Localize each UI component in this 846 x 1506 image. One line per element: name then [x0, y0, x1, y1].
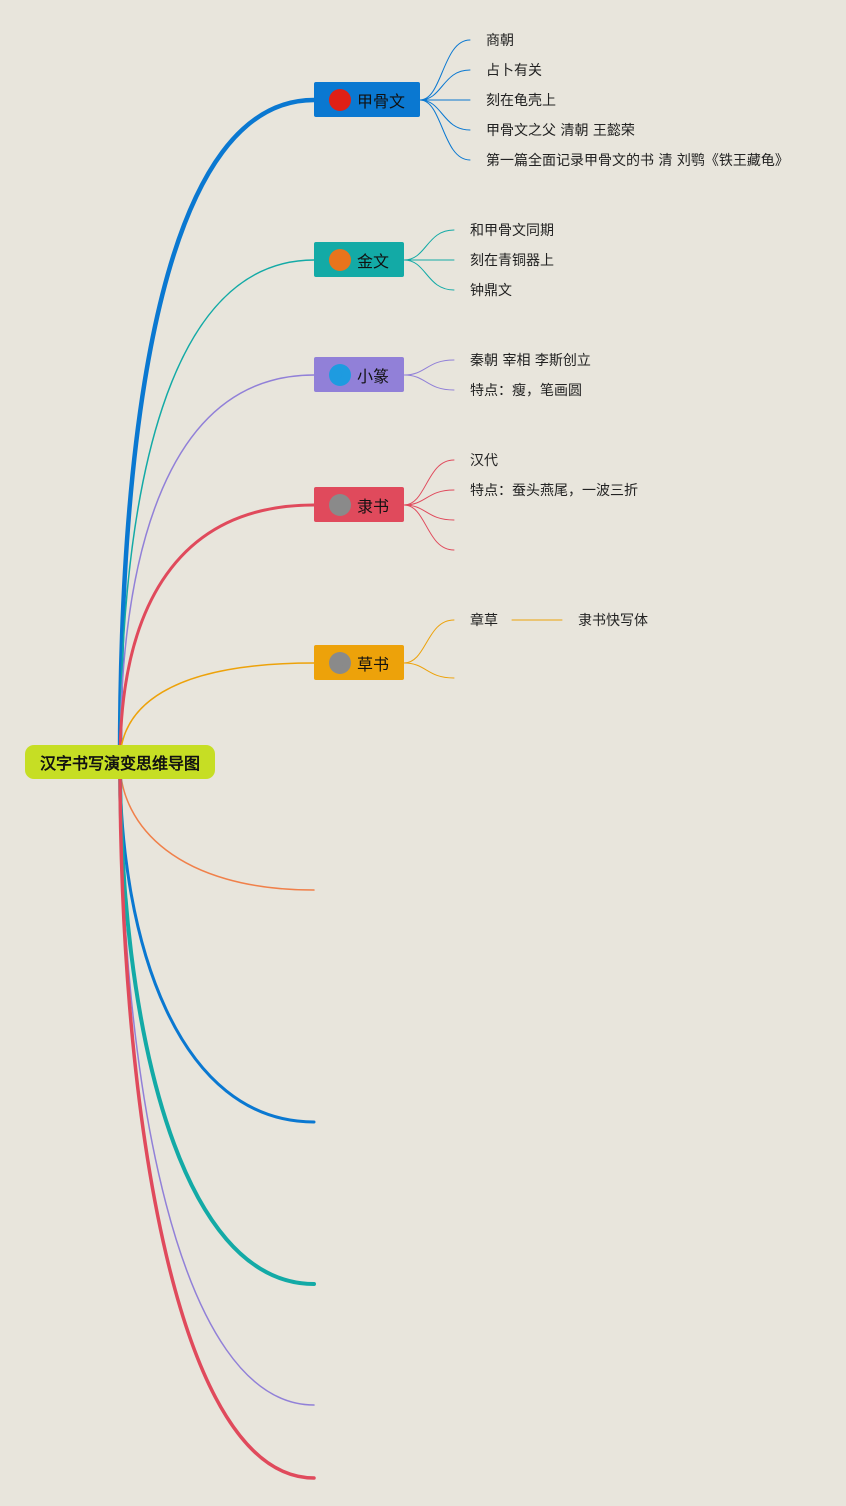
stub-branch-connector	[119, 761, 315, 891]
root-node[interactable]: 汉字书写演变思维导图	[25, 745, 215, 779]
leaf-topic[interactable]: 秦朝 宰相 李斯创立	[470, 353, 591, 369]
leaf-topic[interactable]: 钟鼎文	[470, 283, 512, 299]
leaf-topic[interactable]: 占卜有关	[486, 63, 542, 79]
branch-connector	[119, 662, 315, 763]
leaf-topic[interactable]: 汉代	[470, 453, 498, 469]
sub-leaf-topic[interactable]: 隶书快写体	[578, 613, 648, 629]
leaf-topic[interactable]: 第一篇全面记录甲骨文的书 清 刘鹗《铁王藏龟》	[486, 153, 789, 169]
leaf-connector	[403, 504, 455, 551]
leaf-topic[interactable]: 甲骨文之父 清朝 王懿荣	[486, 123, 635, 139]
branch-label: 小篆	[357, 366, 390, 386]
branch-connector	[118, 503, 316, 764]
leaf-connector	[403, 374, 455, 391]
branch-clerical-script[interactable]: 4 隶书	[314, 487, 404, 522]
number-badge-2: 2	[329, 248, 351, 271]
leaf-topic[interactable]: 刻在龟壳上	[486, 93, 556, 109]
leaf-topic[interactable]: 和甲骨文同期	[470, 223, 554, 239]
leaf-connector	[403, 662, 455, 679]
leaf-topic[interactable]: 特点：瘦，笔画圆	[470, 383, 582, 399]
root-label: 汉字书写演变思维导图	[39, 754, 200, 773]
branch-cursive-script[interactable]: 5 草书	[314, 645, 404, 680]
number-badge-1: 1	[329, 88, 351, 111]
branch-label: 甲骨文	[357, 91, 406, 111]
leaf-connector	[403, 619, 455, 664]
branch-oracle-bone-script[interactable]: 1 甲骨文	[314, 82, 420, 117]
leaf-topic[interactable]: 商朝	[486, 33, 514, 49]
stub-branch-connector	[118, 760, 316, 1480]
leaf-connector	[419, 99, 471, 131]
leaf-connector	[419, 69, 471, 101]
leaf-connector	[419, 39, 471, 101]
leaf-topic[interactable]: 特点：蚕头燕尾，一波三折	[470, 483, 638, 499]
leaf-connector	[403, 259, 455, 291]
leaf-connector	[403, 504, 455, 521]
number-badge-3: 3	[329, 363, 351, 386]
number-badge-5: 5	[329, 651, 351, 674]
branch-bronze-script[interactable]: 2 金文	[314, 242, 404, 277]
branch-connector	[119, 374, 315, 763]
branch-label: 隶书	[357, 496, 390, 516]
leaf-connector	[403, 359, 455, 376]
branch-connector	[117, 97, 317, 765]
number-badge-4: 4	[329, 493, 351, 516]
branch-connector	[119, 259, 315, 763]
leaf-connector	[419, 99, 471, 161]
branch-small-seal-script[interactable]: 3 小篆	[314, 357, 404, 392]
leaf-topic[interactable]: 章草	[470, 613, 498, 629]
leaf-topic[interactable]: 刻在青铜器上	[470, 253, 554, 269]
leaf-connector	[403, 229, 455, 261]
leaf-connector	[403, 489, 455, 506]
stub-branch-connector	[118, 760, 316, 1124]
leaf-connector	[403, 459, 455, 506]
branch-label: 草书	[357, 654, 390, 674]
branch-label: 金文	[357, 251, 390, 271]
stub-branch-connector	[118, 760, 316, 1286]
